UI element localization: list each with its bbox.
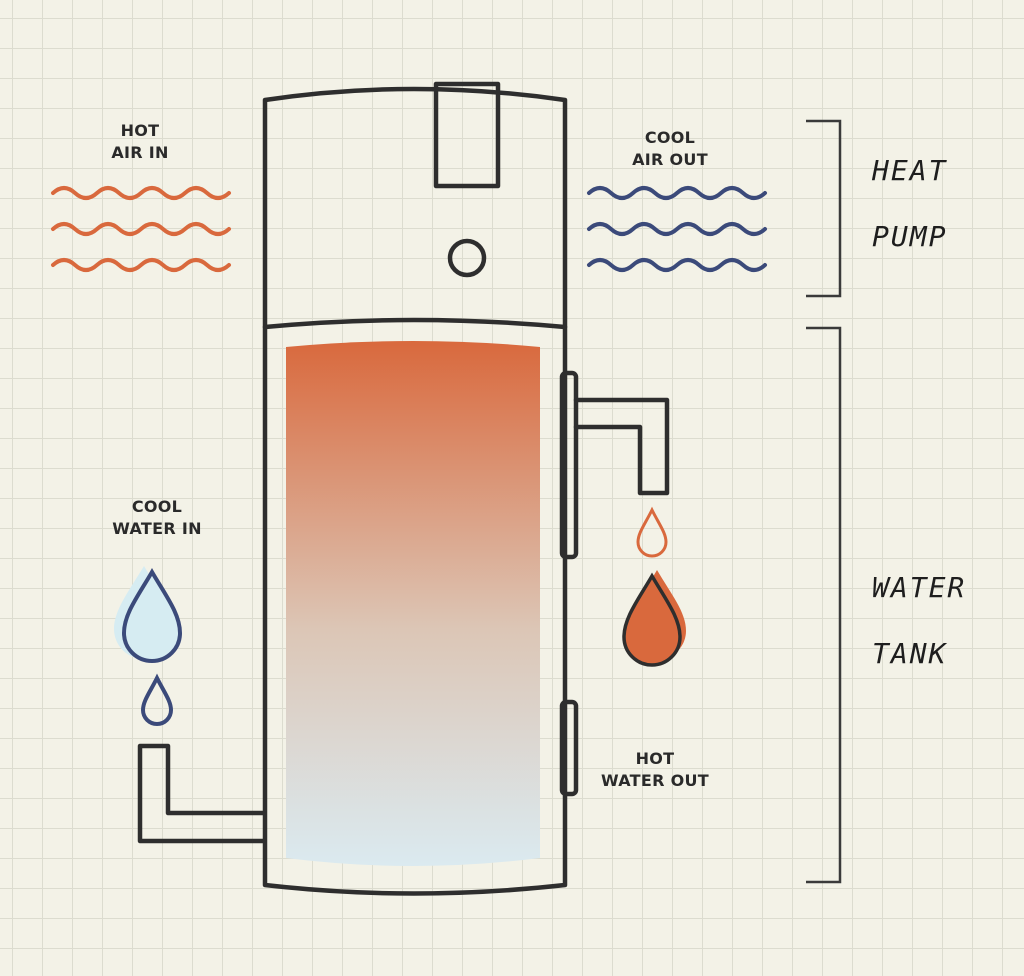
upper-side-connector: [559, 370, 579, 560]
hot-water-out-line-2: WATER OUT: [600, 771, 709, 790]
hot-air-wave: [51, 258, 231, 272]
water-tank-line-1: WATER: [872, 571, 967, 604]
water-tank-bracket: [806, 326, 842, 884]
hot-air-wave: [51, 186, 231, 200]
cool-air-waves: [587, 186, 767, 272]
water-tank-line-2: TANK: [872, 637, 948, 670]
hot-air-in-label: HOT AIR IN: [100, 120, 180, 164]
small-cool-drop: [140, 673, 174, 726]
tank-water-fill: [286, 341, 540, 866]
hot-air-in-line-2: AIR IN: [111, 143, 169, 162]
large-hot-drop: [622, 572, 682, 667]
cool-water-in-label: COOL WATER IN: [92, 496, 222, 540]
small-hot-drop: [636, 506, 668, 558]
cool-air-wave: [587, 186, 767, 200]
control-knob: [447, 238, 487, 278]
unit-body: [262, 86, 568, 896]
heat-pump-bracket: [806, 119, 842, 298]
cool-air-out-label: COOL AIR OUT: [610, 127, 730, 171]
water-tank-label: WATER TANK: [872, 555, 966, 687]
hot-water-out-label: HOT WATER OUT: [585, 748, 725, 792]
cool-water-pipe: [137, 743, 267, 844]
hot-water-drops: [622, 506, 686, 667]
hot-water-pipe: [573, 397, 670, 496]
cool-water-in-line-1: COOL: [131, 497, 183, 516]
lower-side-connector: [559, 699, 579, 797]
air-outlet-vent: [433, 81, 501, 189]
large-cool-drop: [121, 568, 183, 663]
hot-water-out-line-1: HOT: [635, 749, 675, 768]
tank-divider: [262, 317, 568, 330]
heat-pump-line-1: HEAT: [872, 154, 948, 187]
hot-air-in-line-1: HOT: [120, 121, 160, 140]
cool-water-in-line-2: WATER IN: [112, 519, 202, 538]
cool-water-drops: [114, 566, 183, 726]
cool-air-wave: [587, 258, 767, 272]
hot-air-wave: [51, 222, 231, 236]
heat-pump-line-2: PUMP: [872, 220, 948, 253]
cool-air-out-line-2: AIR OUT: [632, 150, 708, 169]
heat-pump-label: HEAT PUMP: [872, 138, 947, 270]
cool-air-wave: [587, 222, 767, 236]
hot-air-waves: [51, 186, 231, 272]
cool-air-out-line-1: COOL: [644, 128, 696, 147]
